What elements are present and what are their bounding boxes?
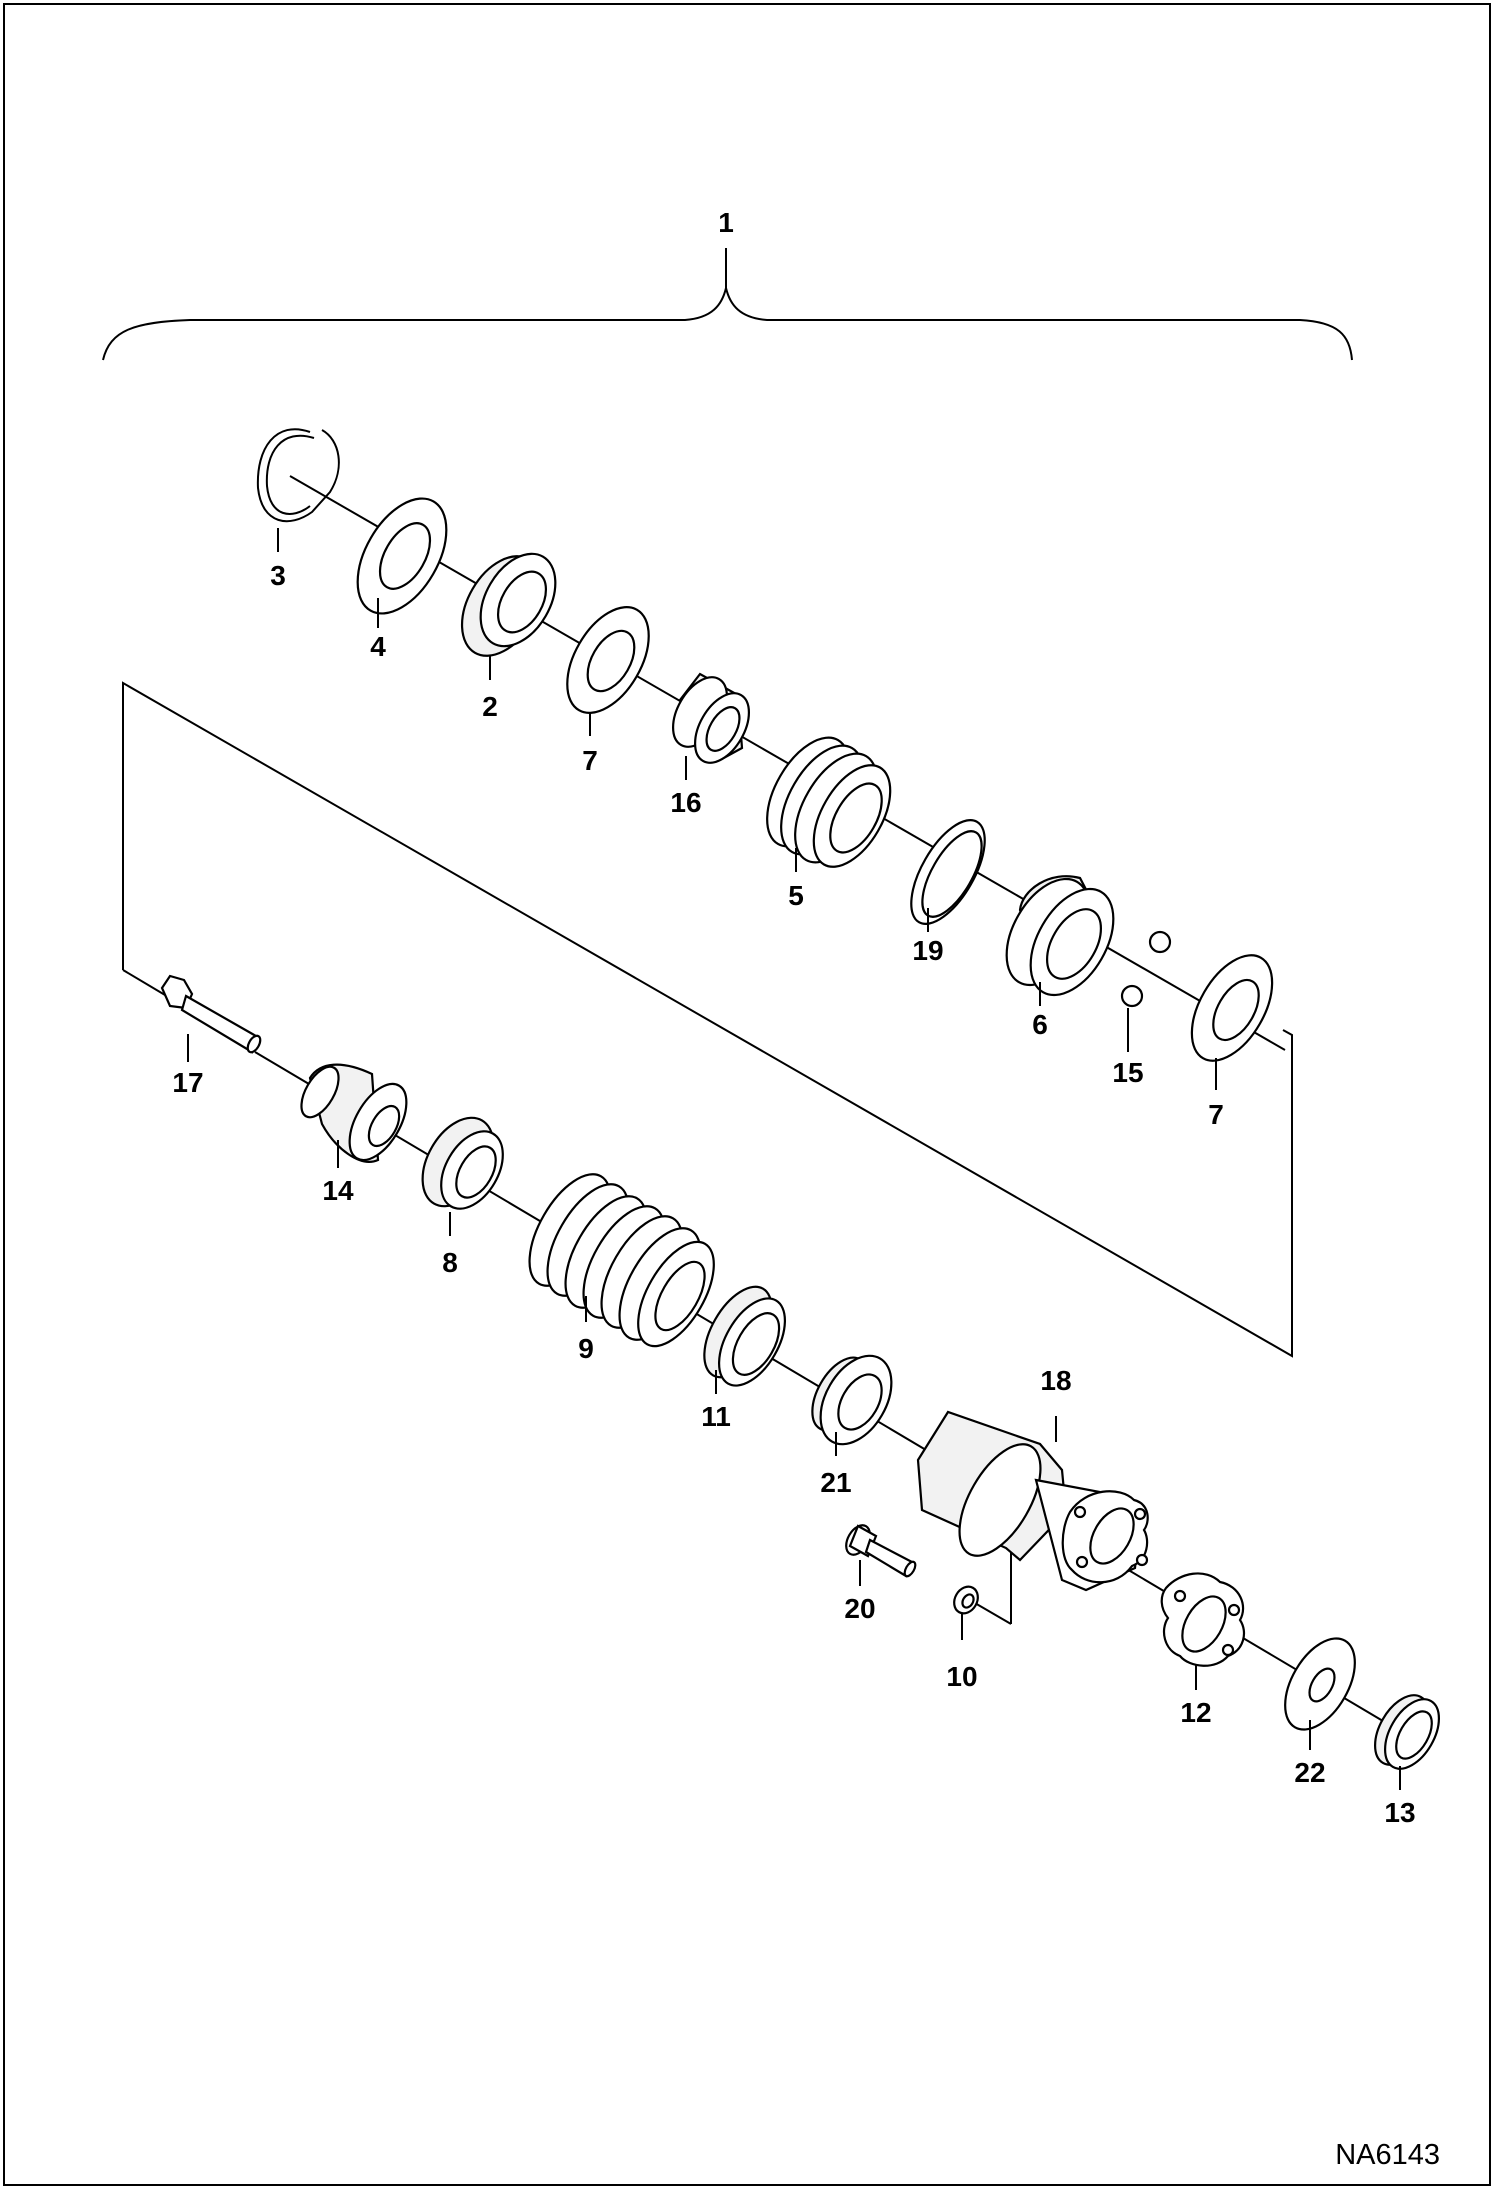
connector-line xyxy=(122,681,1293,1358)
part-17-bolt xyxy=(160,974,262,1054)
part-3-retaining-ring xyxy=(256,428,340,523)
part-2-flanged-bushing xyxy=(460,552,557,657)
part-16-sleeve xyxy=(671,672,751,764)
part-18-housing xyxy=(916,1410,1149,1592)
callout-3: 3 xyxy=(270,560,286,591)
part-19-ring xyxy=(910,819,986,925)
part-22-washer xyxy=(1284,1637,1356,1731)
part-14-plunger xyxy=(300,1063,408,1163)
part-10-washer xyxy=(953,1585,979,1615)
part-4-washer xyxy=(356,497,448,615)
drawing-id: NA6143 xyxy=(1335,2139,1440,2171)
part-9-spring xyxy=(528,1173,715,1348)
part-7-washer-upper xyxy=(566,606,650,714)
callout-14: 14 xyxy=(322,1175,354,1206)
upper-axis-line xyxy=(289,475,1286,1051)
callout-12: 12 xyxy=(1180,1697,1211,1728)
part-20-cap-screw xyxy=(845,1524,917,1578)
part-6-collar xyxy=(1005,875,1115,997)
callout-20: 20 xyxy=(844,1593,875,1624)
part-11-bushing xyxy=(703,1285,787,1387)
callout-19: 19 xyxy=(912,935,943,966)
drawing-frame xyxy=(3,3,1491,2186)
callout-2: 2 xyxy=(482,691,498,722)
callout-18: 18 xyxy=(1040,1365,1071,1396)
callout-8: 8 xyxy=(442,1247,458,1278)
callout-leaders xyxy=(187,528,1401,1790)
callout-21: 21 xyxy=(820,1467,851,1498)
callout-15: 15 xyxy=(1112,1057,1143,1088)
callout-7-lower: 7 xyxy=(1208,1099,1224,1130)
callout-6: 6 xyxy=(1032,1009,1048,1040)
callout-16: 16 xyxy=(670,787,701,818)
assembly-bracket xyxy=(102,287,1353,361)
callout-7-upper: 7 xyxy=(582,745,598,776)
callout-11: 11 xyxy=(701,1401,731,1432)
part-7-washer-lower xyxy=(1190,954,1274,1062)
callout-17: 17 xyxy=(172,1067,203,1098)
part-13-ring xyxy=(1373,1694,1441,1770)
part-21-flanged-bushing xyxy=(811,1354,893,1446)
callout-13: 13 xyxy=(1384,1797,1415,1828)
part-15-balls xyxy=(1120,930,1172,1008)
callout-10: 10 xyxy=(946,1661,977,1692)
part-5-spring xyxy=(766,736,892,868)
callout-22: 22 xyxy=(1294,1757,1325,1788)
callout-1: 1 xyxy=(718,207,734,238)
callout-9: 9 xyxy=(578,1333,594,1364)
callout-5: 5 xyxy=(788,880,804,911)
part-12-plate xyxy=(1160,1572,1246,1667)
part-8-flanged-bushing xyxy=(421,1116,504,1210)
callout-4: 4 xyxy=(370,631,386,662)
